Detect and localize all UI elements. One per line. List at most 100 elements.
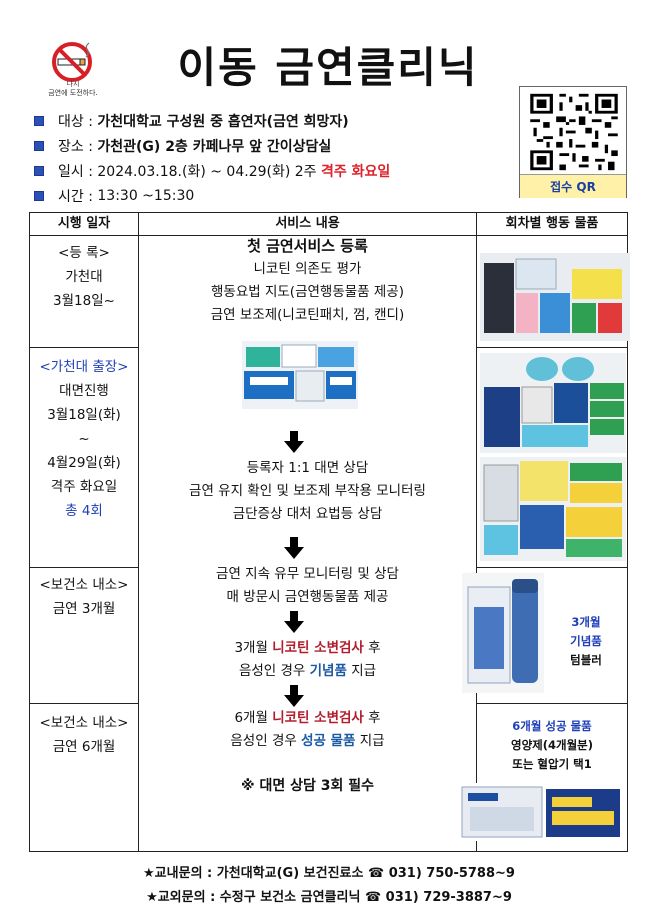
month6-result-suffix: 지급 [355, 733, 385, 749]
month6-gift-line2: 또는 혈압기 택1 [512, 757, 592, 771]
header-date: 시행 일자 [57, 216, 111, 231]
kit-photo-1 [480, 253, 630, 341]
column-divider [138, 213, 139, 851]
month3-test: 니코틴 소변검사 [272, 640, 364, 656]
month6-prefix: 6개월 [234, 710, 273, 726]
visit-mode: 대면진행 [59, 383, 109, 399]
month3-test-line: 3개월 니코틴 소변검사 후 [139, 637, 476, 660]
row-divider [30, 567, 138, 568]
arrow-down-icon [284, 431, 304, 453]
header-divider [30, 235, 627, 236]
month3-suffix: 후 [363, 640, 381, 656]
row-divider [30, 347, 138, 348]
footer-external: ★교외문의 : 수정구 보건소 금연클리닉 ☎ 031) 729-3887~9 [146, 890, 512, 905]
info-date: 일시 : 2024.03.18.(화) ~ 04.29(화) 2주 격주 화요일 [34, 158, 504, 183]
header-service: 서비스 내용 [275, 216, 340, 231]
bullet-icon [34, 115, 44, 126]
monitor-item: 매 방문시 금연행동물품 제공 [226, 589, 389, 605]
info-time: 시간 : 13:30 ~15:30 [34, 183, 504, 208]
arrow-down-icon [284, 611, 304, 633]
month6-result-prefix: 음성인 경우 [230, 733, 302, 749]
tumbler-photo [462, 573, 544, 693]
visit-frequency: 격주 화요일 [50, 479, 118, 495]
registration-label: <등 록> [58, 245, 110, 261]
qr-code-icon[interactable] [527, 91, 621, 173]
page-title: 이동 금연클리닉 [177, 43, 479, 92]
visit-label: <가천대 출장> [39, 359, 129, 375]
date-value: 2024.03.18.(화) ~ 04.29(화) 2주 [97, 163, 322, 180]
month6-place: <보건소 내소> [39, 715, 129, 731]
month6-test-line: 6개월 니코틴 소변검사 후 [139, 707, 476, 730]
info-list: 대상 : 가천대학교 구성원 중 흡연자(금연 희망자) 장소 : 가천관(G)… [34, 108, 504, 208]
qr-label: 접수 QR [520, 174, 626, 198]
date-cell-registration: <등 록> 가천대 3월18일~ [30, 241, 138, 313]
nicotine-patch-photo [242, 341, 358, 409]
month6-gift-title: 6개월 성공 물품 [512, 719, 592, 733]
info-target: 대상 : 가천대학교 구성원 중 흡연자(금연 희망자) [34, 108, 504, 133]
logo-caption: 다시 금연에 도전하다. [38, 80, 108, 98]
header-items: 회차별 행동 물품 [505, 216, 599, 231]
month6-reward: 성공 물품 [301, 733, 356, 749]
place-value: 가천관(G) 2층 카페나무 앞 간이상담실 [97, 138, 332, 155]
registration-item: 니코틴 의존도 평가 [253, 261, 362, 277]
counsel-item: 금연 유지 확인 및 보조제 부작용 모니터링 [189, 483, 426, 499]
arrow-down-icon [284, 537, 304, 559]
counsel-item: 금단증상 대처 요법등 상담 [232, 506, 383, 522]
date-cell-visit: <가천대 출장> 대면진행 3월18일(화) ~ 4월29일(화) 격주 화요일… [30, 355, 138, 523]
month3-place: <보건소 내소> [39, 577, 129, 593]
target-label: 대상 : [58, 113, 98, 130]
row-divider [476, 567, 627, 568]
month3-gift-line3: 텀블러 [570, 653, 602, 667]
no-smoking-icon [52, 42, 92, 82]
bullet-icon [34, 190, 44, 201]
bullet-icon [34, 140, 44, 151]
info-place: 장소 : 가천관(G) 2층 카페나무 앞 간이상담실 [34, 133, 504, 158]
time-value: 13:30 ~15:30 [97, 187, 195, 204]
month6-gift-line1: 영양제(4개월분) [511, 738, 593, 752]
row-divider [30, 703, 138, 704]
service-monitor: 금연 지속 유무 모니터링 및 상담 매 방문시 금연행동물품 제공 [139, 563, 476, 609]
month3-prefix: 3개월 [234, 640, 273, 656]
kit-photo-3 [480, 457, 626, 561]
qr-registration-box[interactable]: 접수 QR [519, 86, 627, 198]
footer-internal: ★교내문의 : 가천대학교(G) 보건진료소 ☎ 031) 750-5788~9 [143, 866, 515, 881]
registration-title: 첫 금연서비스 등록 [247, 237, 368, 255]
column-divider [476, 213, 477, 851]
month3-gift-text: 3개월 기념품 텀블러 [544, 613, 628, 670]
time-label: 시간 : [58, 188, 98, 205]
visit-count: 총 4회 [65, 503, 103, 519]
logo-caption-line2: 금연에 도전하다. [48, 89, 98, 97]
visit-tilde: ~ [78, 431, 90, 447]
service-month6: 6개월 니코틴 소변검사 후 음성인 경우 성공 물품 지급 [139, 707, 476, 753]
registration-date: 3월18일~ [53, 293, 115, 309]
month6-result-line: 음성인 경우 성공 물품 지급 [139, 730, 476, 753]
date-label: 일시 : [58, 163, 98, 180]
month3-gift-line2: 기념품 [570, 634, 602, 648]
arrow-down-icon [284, 685, 304, 707]
registration-item: 행동요법 지도(금연행동물품 제공) [211, 284, 404, 300]
month6-suffix: 후 [363, 710, 381, 726]
gift-photo-month6 [460, 783, 622, 841]
month3-reward: 기념품 [309, 663, 347, 679]
program-table: 시행 일자 서비스 내용 회차별 행동 물품 <등 록> 가천대 3월18일~ … [29, 212, 630, 852]
logo-caption-line1: 다시 [66, 80, 80, 88]
counsel-item: 등록자 1:1 대면 상담 [246, 460, 369, 476]
row-divider [476, 703, 627, 704]
place-label: 장소 : [58, 138, 98, 155]
date-cell-month3: <보건소 내소> 금연 3개월 [30, 573, 138, 621]
date-cell-month6: <보건소 내소> 금연 6개월 [30, 711, 138, 759]
month3-result-suffix: 지급 [346, 663, 377, 679]
service-counsel: 등록자 1:1 대면 상담 금연 유지 확인 및 보조제 부작용 모니터링 금단… [139, 457, 476, 526]
no-smoking-logo [46, 40, 102, 100]
month6-gift-text: 6개월 성공 물품 영양제(4개월분) 또는 혈압기 택1 [477, 717, 627, 774]
visit-end: 4월29일(화) [47, 455, 121, 471]
service-month3: 3개월 니코틴 소변검사 후 음성인 경우 기념품 지급 [139, 637, 476, 683]
month3-gift-line1: 3개월 [571, 615, 601, 629]
row-divider [476, 347, 627, 348]
kit-photo-2 [480, 353, 626, 453]
service-registration: 첫 금연서비스 등록 니코틴 의존도 평가 행동요법 지도(금연행동물품 제공)… [139, 235, 476, 327]
bullet-icon [34, 165, 44, 176]
target-value: 가천대학교 구성원 중 흡연자(금연 희망자) [97, 113, 349, 130]
visit-start: 3월18일(화) [47, 407, 121, 423]
registration-item: 금연 보조제(니코틴패치, 껌, 캔디) [210, 307, 405, 323]
